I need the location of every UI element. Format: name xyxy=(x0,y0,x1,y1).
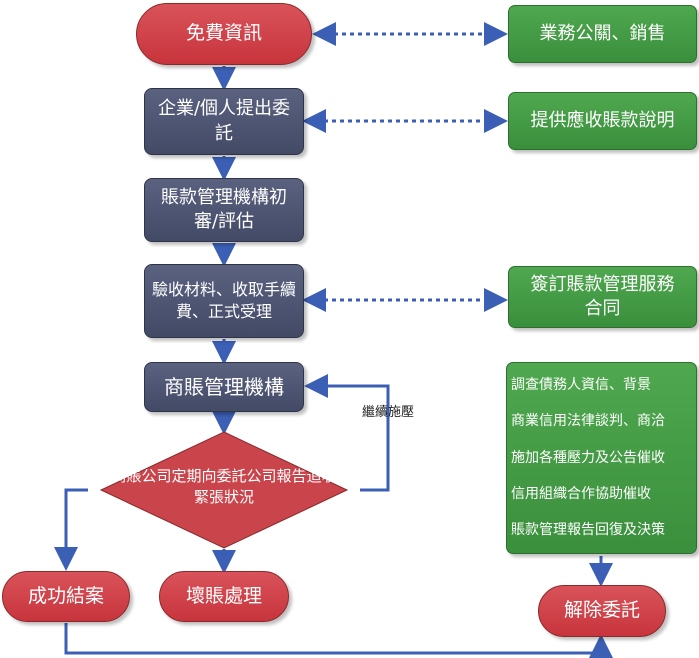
arrow-decision-success xyxy=(54,488,88,571)
loop-label: 繼續施壓 xyxy=(362,405,415,420)
action-item: 施加各種壓力及公告催收 xyxy=(511,449,665,466)
step-agency: 商賬管理機構 xyxy=(144,362,304,412)
sales-node: 業務公關、銷售 xyxy=(508,5,697,63)
bad-debt-node: 壞賬處理 xyxy=(159,571,289,622)
action-item: 信用組織合作協助催收 xyxy=(511,485,651,502)
step-accept-materials: 驗收材料、收取手續費、正式受理 xyxy=(144,264,304,338)
actions-node: 調查債務人資信、背景 商業信用法律談判、商洽 施加各種壓力及公告催收 信用組織合… xyxy=(506,362,697,554)
end-node: 解除委託 xyxy=(538,585,666,637)
contract-node: 簽訂賬款管理服務合同 xyxy=(508,266,697,328)
start-node: 免費資訊 xyxy=(136,3,312,65)
action-item: 調查債務人資信、背景 xyxy=(511,376,651,393)
success-node: 成功結案 xyxy=(2,571,130,622)
explain-node: 提供應收賬款說明 xyxy=(508,92,697,150)
arrow-success-end xyxy=(64,623,613,658)
action-item: 商業信用法律談判、商洽 xyxy=(511,413,665,430)
step-initial-review: 賬款管理機構初審/評估 xyxy=(144,178,304,242)
action-item: 賬款管理報告回復及決策 xyxy=(511,522,665,539)
step-submit-entrustment: 企業/個人提出委託 xyxy=(144,88,304,155)
decision-diamond xyxy=(99,431,349,549)
arrow-loop-pressure xyxy=(304,374,390,492)
decision-text: 商賬公司定期向委託公司報告追收緊張狀況 xyxy=(111,467,337,506)
